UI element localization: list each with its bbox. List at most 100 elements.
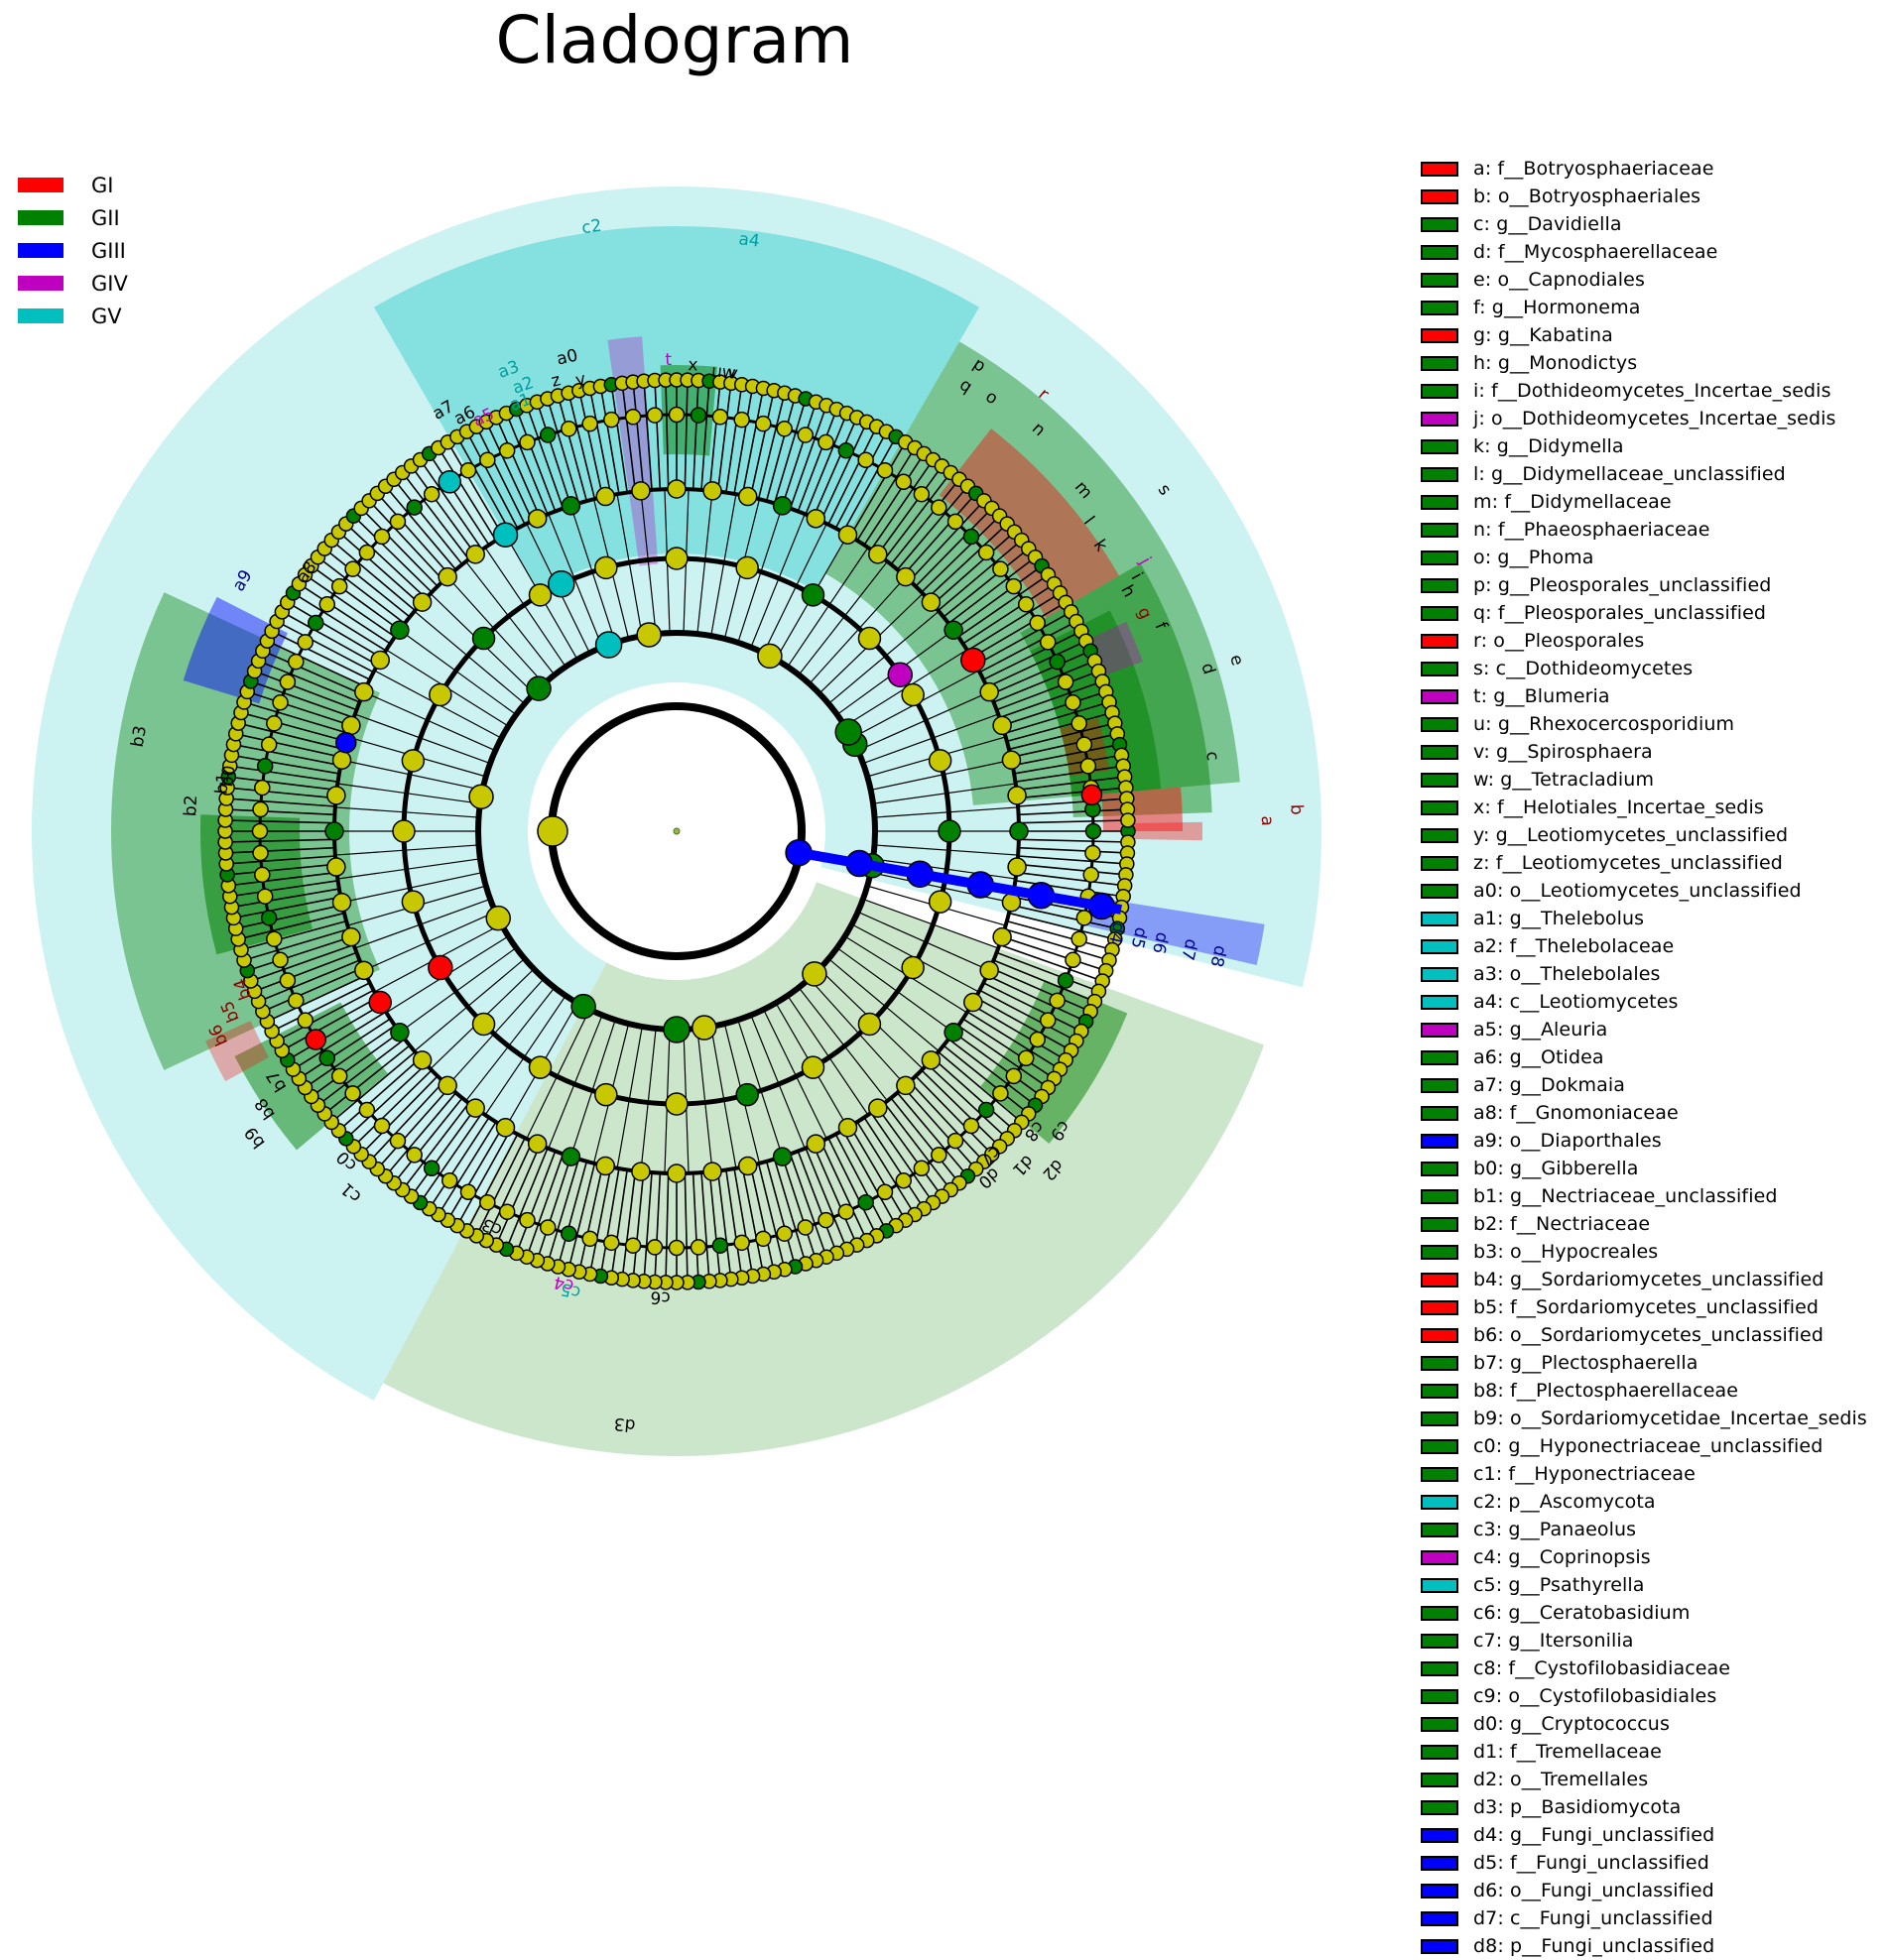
- clade-legend-swatch: [1421, 1549, 1458, 1565]
- clade-legend-swatch: [1421, 883, 1458, 899]
- tree-branch: [909, 1081, 985, 1163]
- tree-node: [266, 930, 283, 947]
- clade-legend-swatch: [1421, 1022, 1458, 1038]
- tree-node: [979, 681, 999, 702]
- clade-legend-id: b5: [1473, 1296, 1498, 1318]
- clade-legend-label: c8: f__Cystofilobasidiaceae: [1473, 1657, 1731, 1679]
- tree-node: [837, 442, 855, 459]
- biomarker-node: [305, 1029, 327, 1050]
- tree-branch: [505, 413, 549, 515]
- tree-node: [354, 960, 374, 981]
- clade-legend-name: o__Cystofilobasidiales: [1508, 1685, 1717, 1707]
- clade-label: u: [710, 361, 722, 382]
- tree-branch: [827, 426, 878, 526]
- tree-branch: [465, 987, 556, 1102]
- clade-legend-item: t: g__Blumeria: [1421, 682, 1887, 710]
- clade-legend-id: a6: [1473, 1046, 1497, 1068]
- clade-legend-name: g__Thelebolus: [1509, 908, 1645, 929]
- tree-branch: [999, 943, 1103, 982]
- tree-branch: [1004, 701, 1110, 735]
- clade-legend-id: o: [1473, 547, 1485, 568]
- clade-legend-label: d6: o__Fungi_unclassified: [1473, 1880, 1714, 1901]
- tree-node: [465, 1098, 485, 1118]
- tree-branch: [749, 1164, 775, 1273]
- tree-branch: [233, 743, 341, 767]
- clade-highlight-r: [939, 429, 1120, 618]
- clade-legend-label: c4: g__Coprinopsis: [1473, 1546, 1651, 1568]
- tree-node: [690, 407, 707, 424]
- tree-node: [665, 1092, 689, 1116]
- clade-legend-id: b4: [1473, 1269, 1498, 1290]
- tree-branch: [763, 1009, 827, 1140]
- tree-branch: [231, 888, 340, 909]
- clade-label: d6: [1148, 930, 1172, 956]
- tree-node: [479, 1193, 496, 1211]
- tree-node: [646, 1239, 664, 1256]
- tree-branch: [654, 1172, 662, 1283]
- tree-branch: [836, 947, 954, 1034]
- tree-branch: [323, 548, 411, 618]
- tree-branch: [692, 380, 699, 490]
- tree-node: [1075, 736, 1093, 753]
- tree-node: [570, 993, 596, 1020]
- tree-node: [668, 406, 686, 424]
- clade-legend-swatch: [1421, 938, 1458, 954]
- tree-branch: [599, 386, 620, 495]
- clade-legend-name: o__Thelebolales: [1509, 963, 1661, 985]
- tree-node: [1082, 866, 1099, 884]
- tree-node: [895, 473, 912, 491]
- clade-legend-label: d: f__Mycosphaerellaceae: [1473, 241, 1718, 263]
- tree-branch: [228, 871, 337, 887]
- clade-legend-label: l: g__Didymellaceae_unclassified: [1473, 463, 1786, 485]
- tree-node: [266, 715, 283, 732]
- tree-branch: [281, 996, 378, 1051]
- clade-legend-item: z: f__Leotiomycetes_unclassified: [1421, 849, 1887, 877]
- tree-node: [755, 415, 772, 432]
- clade-legend-id: c7: [1473, 1630, 1496, 1652]
- root-node: [673, 827, 681, 835]
- clade-legend-item: d6: o__Fungi_unclassified: [1421, 1877, 1887, 1904]
- tree-node: [341, 926, 361, 947]
- tree-branch: [323, 1044, 411, 1115]
- tree-branch: [1010, 733, 1118, 759]
- clade-legend-swatch: [1421, 1438, 1458, 1454]
- clade-legend-id: c9: [1473, 1685, 1496, 1707]
- tree-branch: [789, 1154, 827, 1258]
- clade-legend-item: n: f__Phaeosphaeriaceae: [1421, 516, 1887, 544]
- tree-branch: [250, 943, 354, 982]
- tree-branch: [1008, 912, 1115, 940]
- tree-branch: [952, 564, 1043, 631]
- clade-legend-label: a8: f__Gnomoniaceae: [1473, 1102, 1679, 1124]
- tree-branch: [1013, 754, 1122, 775]
- clade-legend-item: b3: o__Hypocreales: [1421, 1238, 1887, 1266]
- clade-legend-id: d5: [1473, 1852, 1498, 1874]
- clade-legend-name: f__Leotiomycetes_unclassified: [1495, 852, 1783, 874]
- tree-branch: [399, 947, 517, 1034]
- clade-legend-item: s: c__Dothideomycetes: [1421, 655, 1887, 682]
- tree-node: [901, 955, 925, 980]
- tree-node: [401, 890, 426, 914]
- tree-branch: [238, 912, 345, 940]
- tree-node: [498, 442, 516, 459]
- tree-node: [667, 1164, 687, 1183]
- tree-branch: [536, 402, 572, 507]
- clade-legend-swatch: [1421, 1633, 1458, 1649]
- tree-branch: [989, 650, 1091, 695]
- tree-node: [344, 560, 361, 577]
- clade-legend-name: g__Hormonema: [1491, 297, 1641, 318]
- tree-branch: [419, 1112, 483, 1203]
- tree-node: [318, 1049, 336, 1066]
- tree-branch: [485, 1141, 534, 1241]
- clade-legend-name: o__Pleosporales: [1493, 630, 1645, 652]
- tree-branch: [621, 383, 637, 492]
- clade-legend-swatch: [1421, 300, 1458, 315]
- clade-legend-swatch: [1421, 1883, 1458, 1899]
- tree-branch: [872, 783, 1016, 804]
- tree-branch: [235, 904, 343, 929]
- tree-branch: [311, 564, 401, 631]
- tree-node: [667, 479, 687, 499]
- tree-branch: [557, 395, 588, 502]
- tree-branch: [696, 490, 713, 635]
- tree-node: [868, 545, 888, 564]
